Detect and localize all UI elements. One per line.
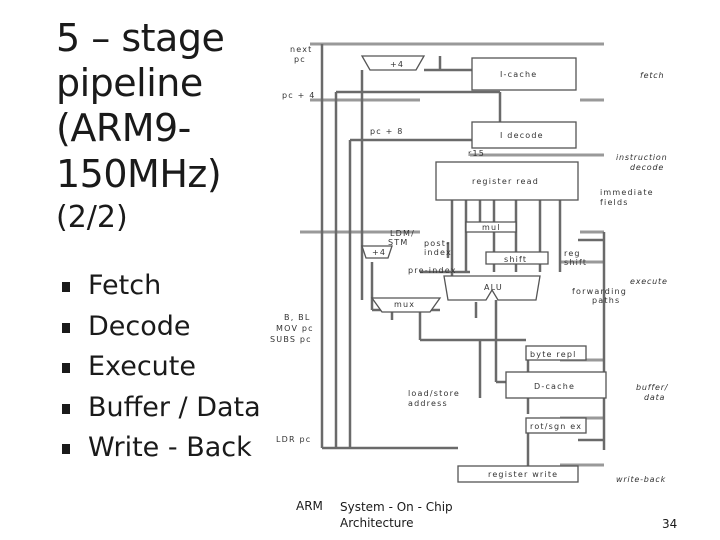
stage-buffer-data-label: data: [644, 393, 665, 402]
immediate-fields-label: fields: [600, 198, 629, 207]
bullet-text: Fetch: [88, 270, 162, 301]
bullet-item: Fetch: [62, 266, 261, 307]
square-bullet-icon: [62, 444, 70, 454]
register-write-block: [457, 465, 579, 483]
stage-execute-label: execute: [630, 277, 668, 286]
stage-decode-label: instruction: [616, 153, 667, 162]
bullet-text: Write - Back: [88, 432, 252, 463]
mux-block: [370, 297, 442, 313]
rot-sgn-ex-block: [525, 417, 587, 434]
mux-label: mux: [394, 300, 415, 309]
square-bullet-icon: [62, 363, 70, 373]
pre-index-label: pre-index: [408, 266, 457, 275]
footer-mid-line: Architecture: [340, 516, 414, 530]
bullet-item: Write - Back: [62, 428, 261, 469]
pc-plus8-label: pc + 8: [370, 127, 404, 136]
page-number: 34: [662, 517, 678, 531]
datapath-wires: [320, 44, 606, 466]
stage-buffer-data-label: buffer/: [636, 383, 669, 392]
dcache-block: [505, 371, 607, 399]
bullet-item: Buffer / Data: [62, 388, 261, 429]
slide-subtitle: (2/2): [56, 200, 128, 235]
r15-label: r15: [468, 149, 485, 158]
stage-write-back-label: write-back: [616, 475, 666, 484]
footer-mid-line: System - On - Chip: [340, 500, 453, 514]
footer-left-text: ARM: [296, 499, 323, 513]
subs-pc-label: SUBS pc: [270, 335, 312, 344]
alu-label: ALU: [484, 283, 503, 292]
mul-label: mul: [482, 223, 501, 232]
mul-block: [465, 221, 517, 233]
load-store-address-label: address: [408, 399, 448, 408]
square-bullet-icon: [62, 403, 70, 414]
pipeline-diagram: +4 I-cache I decode register read mul +4…: [270, 42, 669, 484]
mov-pc-label: MOV pc: [276, 324, 314, 333]
bullet-text: Decode: [88, 310, 191, 342]
square-bullet-icon: [62, 282, 70, 292]
immediate-fields-label: immediate: [600, 188, 654, 197]
register-read-label: register read: [472, 177, 539, 186]
post-index-label: post-: [424, 239, 450, 248]
bullet-item: Execute: [62, 347, 261, 388]
ldr-pc-label: LDR pc: [276, 435, 311, 444]
ldm-stm-label: STM: [388, 238, 408, 247]
plus4-mid-label: +4: [372, 248, 386, 257]
bullet-item: Decode: [62, 307, 261, 348]
forwarding-paths-label: paths: [592, 296, 620, 305]
ldm-stm-label: LDM/: [390, 229, 415, 238]
stage-separators: [300, 42, 604, 467]
bullet-text: Execute: [88, 351, 196, 382]
pipeline-blocks: [360, 55, 607, 483]
shift-label: shift: [504, 255, 527, 264]
next-pc-label: pc: [294, 55, 306, 64]
reg-shift-label: reg: [564, 249, 581, 258]
forwarding-paths-label: forwarding: [572, 287, 627, 296]
plus4-top-label: +4: [390, 60, 404, 69]
load-store-address-label: load/store: [408, 389, 460, 398]
b-bl-label: B, BL: [284, 313, 311, 322]
byte-repl-label: byte repl: [530, 350, 577, 359]
plus4-mid-adder: [361, 245, 393, 259]
rot-sgn-ex-label: rot/sgn ex: [530, 422, 582, 431]
alu-block: [443, 275, 541, 301]
pc-plus4-label: pc + 4: [282, 91, 316, 100]
next-pc-label: next: [290, 45, 313, 54]
idecode-label: I decode: [500, 131, 544, 140]
register-read-block: [435, 161, 579, 201]
slide-title: 5 – stage pipeline (ARM9-150MHz): [56, 16, 225, 196]
icache-block: [471, 57, 577, 91]
dcache-label: D-cache: [534, 382, 575, 391]
footer-mid-text: System - On - Chip Architecture: [340, 499, 453, 531]
post-index-label: index: [424, 248, 452, 257]
reg-shift-label: shift: [564, 258, 587, 267]
stage-decode-label: decode: [630, 163, 664, 172]
square-bullet-icon: [62, 322, 70, 333]
idecode-block: [471, 121, 577, 149]
register-write-label: register write: [488, 470, 558, 479]
bullet-text: Buffer / Data: [88, 391, 261, 423]
byte-repl-block: [525, 345, 587, 361]
icache-label: I-cache: [500, 70, 537, 79]
stage-fetch-label: fetch: [640, 71, 664, 80]
shift-block: [485, 251, 549, 265]
plus4-top-adder: [360, 55, 426, 71]
stage-bullet-list: Fetch Decode Execute Buffer / Data Write…: [62, 266, 261, 469]
